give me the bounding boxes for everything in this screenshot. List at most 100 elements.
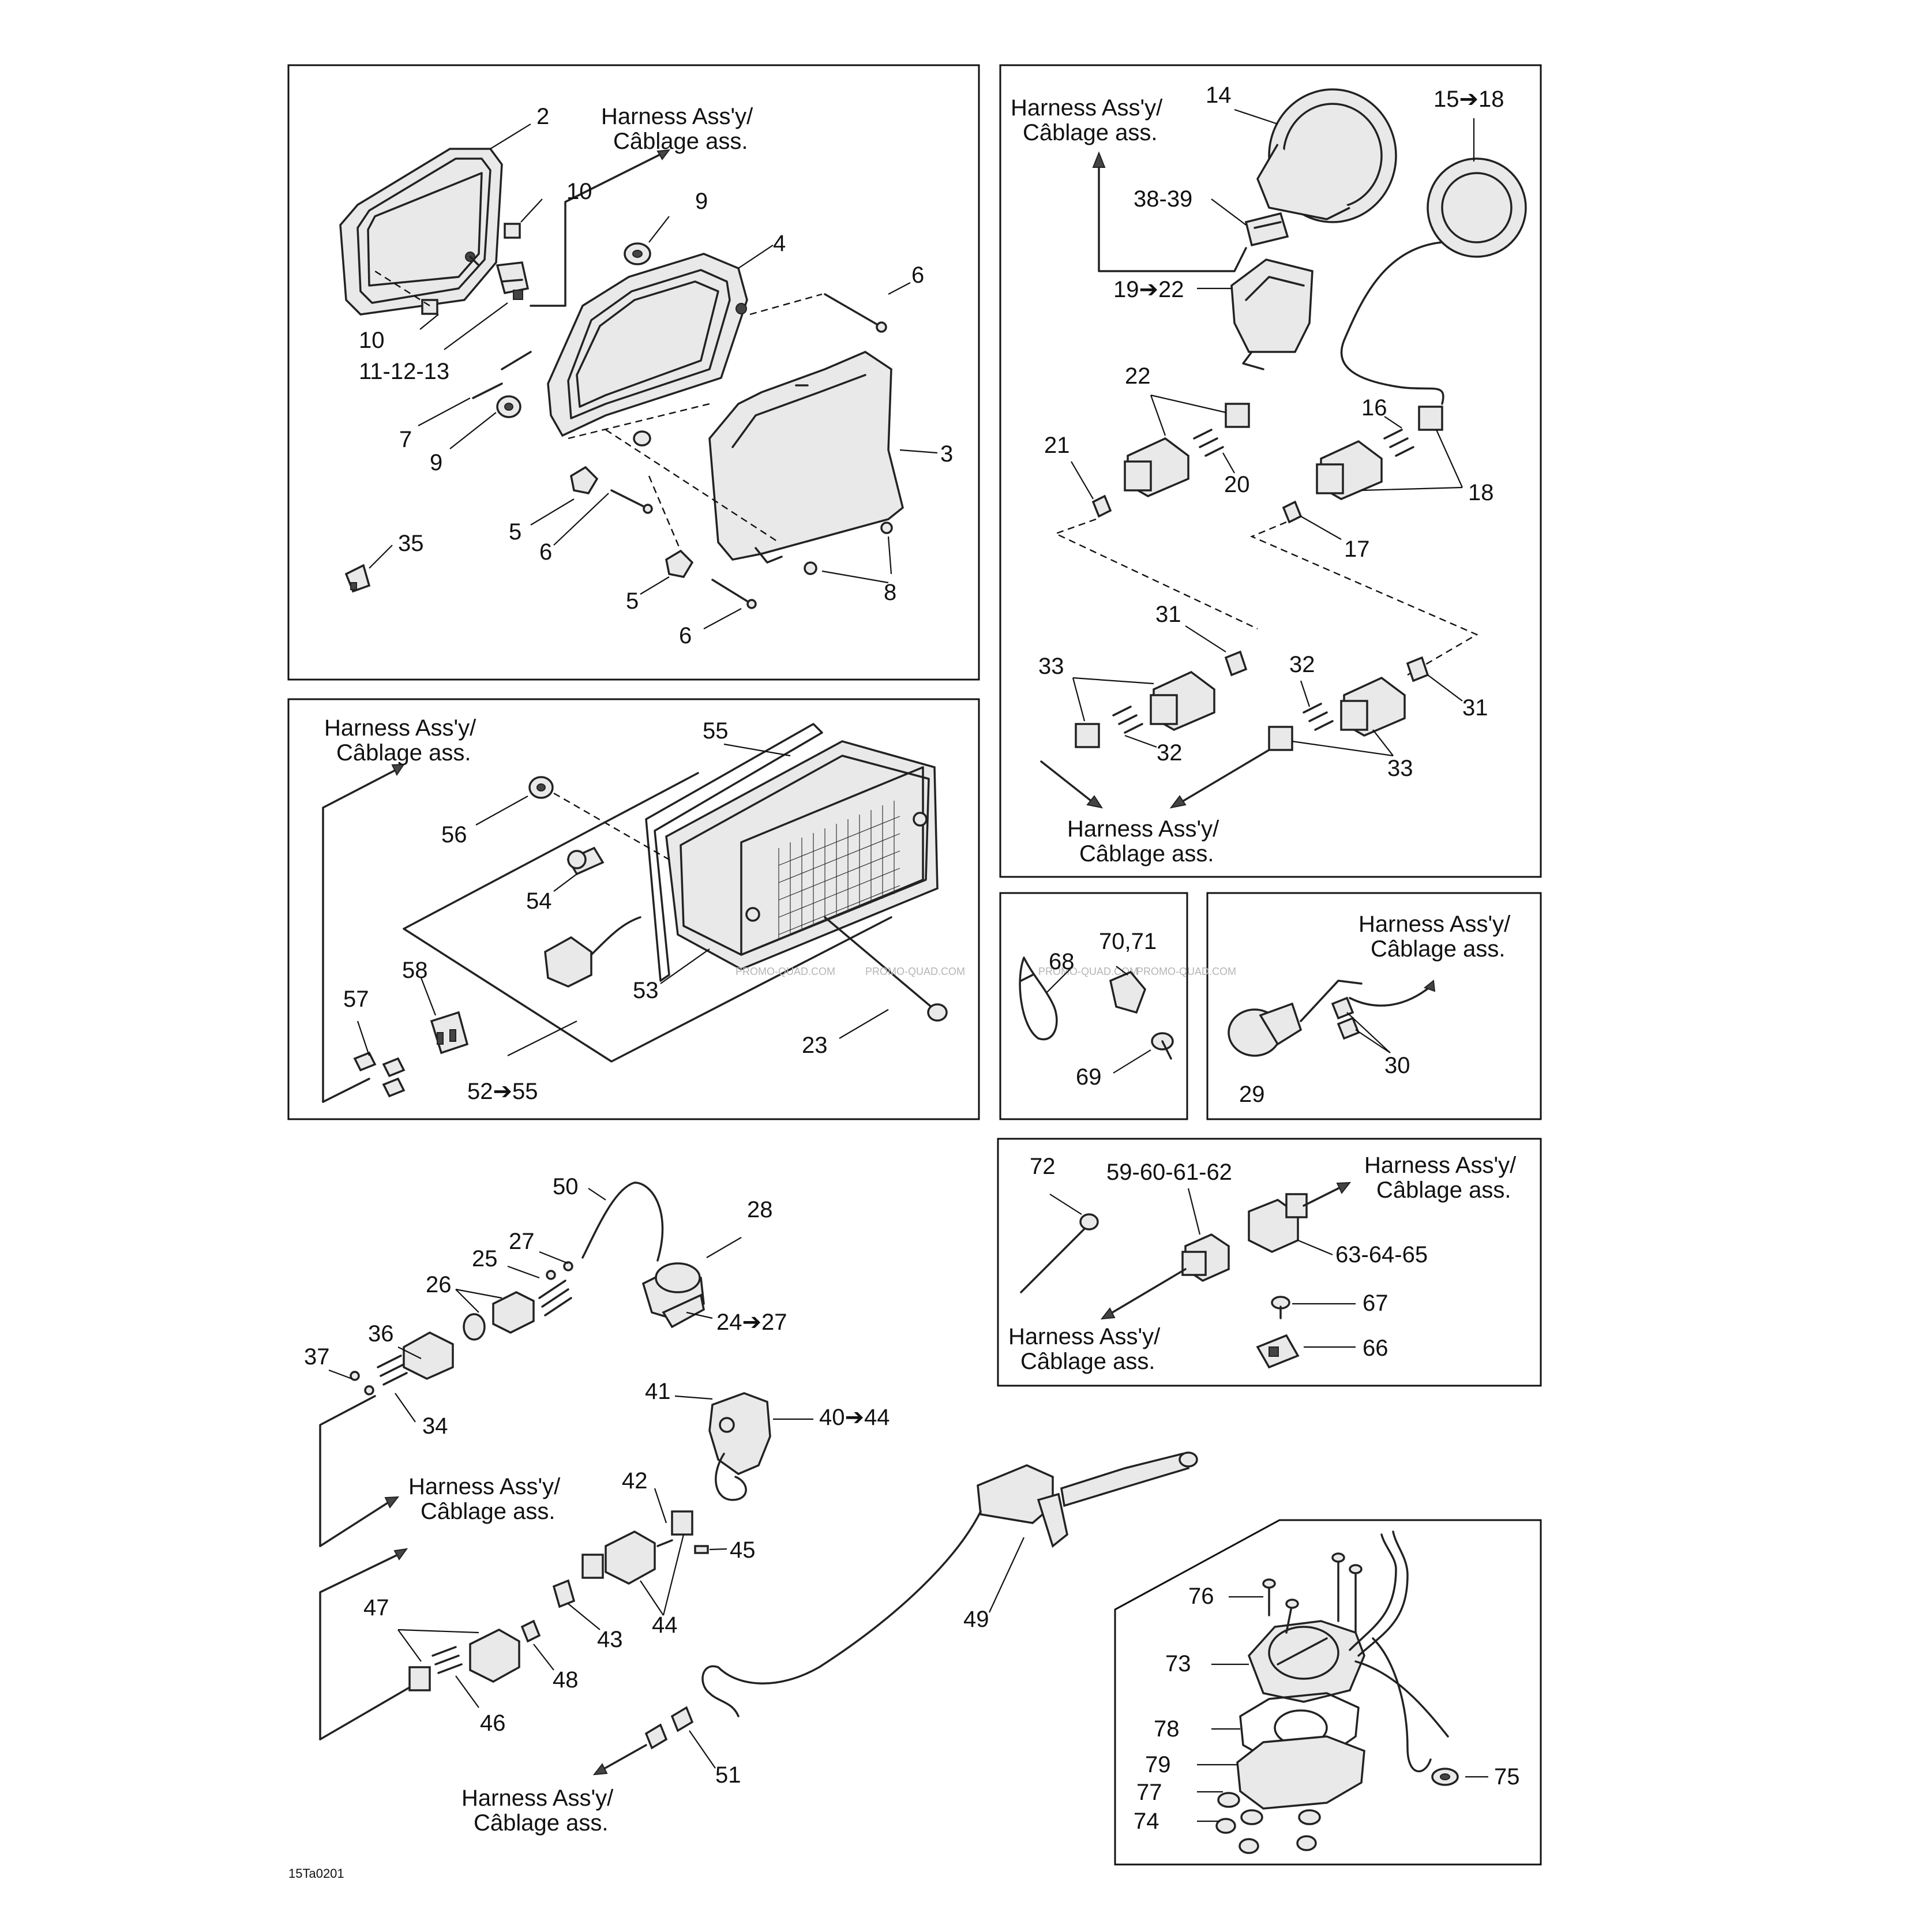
harness-label-3b: Câblage ass. — [336, 740, 471, 766]
knob-5a — [570, 466, 599, 494]
callout-68: 68 — [1049, 949, 1075, 974]
headlight-bezel — [547, 253, 748, 437]
callout-54: 54 — [526, 888, 552, 914]
panel-taillight — [287, 698, 980, 1120]
callout-34: 34 — [422, 1413, 448, 1439]
headlight-lamp — [339, 148, 503, 316]
callout-36: 36 — [368, 1321, 394, 1346]
housing-58 — [430, 1011, 469, 1055]
harness-label-4a: Harness Ass'y/ — [1067, 816, 1219, 842]
callout-57: 57 — [343, 986, 369, 1012]
callout-19-22: 19➔22 — [1113, 277, 1184, 302]
callout-6b: 6 — [539, 539, 552, 565]
callout-44: 44 — [652, 1612, 678, 1638]
harness-label-4b: Câblage ass. — [1079, 841, 1214, 866]
gauge-15-18 — [1340, 157, 1527, 405]
clamp-66 — [1256, 1334, 1300, 1369]
callout-14: 14 — [1206, 82, 1232, 108]
callout-15-18: 15➔18 — [1433, 87, 1504, 112]
callout-78: 78 — [1154, 1716, 1180, 1742]
callout-53: 53 — [633, 978, 659, 1003]
harness-wires — [1349, 1530, 1449, 1773]
clip-70-71 — [1109, 970, 1146, 1014]
callout-3: 3 — [940, 441, 953, 467]
callout-47: 47 — [363, 1595, 389, 1620]
callout-8: 8 — [884, 580, 896, 605]
callout-10b: 10 — [359, 328, 385, 353]
callout-45: 45 — [730, 1537, 756, 1563]
callout-9b: 9 — [430, 450, 442, 475]
nut-56 — [528, 776, 554, 799]
callout-38-39: 38-39 — [1134, 186, 1192, 212]
callout-33b: 33 — [1387, 756, 1413, 781]
terminal-45 — [694, 1545, 709, 1554]
callout-4: 4 — [773, 231, 786, 256]
connector-40-44 — [581, 1510, 693, 1585]
nuts-74-77 — [1215, 1792, 1321, 1854]
headlight-housing — [708, 351, 904, 564]
watermark-1: PROMO-QUAD.COM — [735, 966, 835, 977]
bolts-76 — [1262, 1552, 1363, 1634]
harness-label-2b: Câblage ass. — [1023, 120, 1157, 145]
diagram-code: 15Ta0201 — [288, 1866, 344, 1881]
grommet-9a — [624, 242, 651, 265]
indicator-29 — [1228, 980, 1363, 1057]
callout-31a: 31 — [1155, 602, 1181, 627]
harness-label-5b: Câblage ass. — [1371, 936, 1505, 962]
callout-56: 56 — [441, 822, 467, 847]
callout-49: 49 — [963, 1607, 989, 1632]
wire-50 — [581, 1181, 664, 1262]
callout-59-62: 59-60-61-62 — [1106, 1160, 1232, 1185]
callout-51: 51 — [715, 1762, 741, 1788]
callout-18: 18 — [1468, 480, 1494, 505]
callout-63-65: 63-64-65 — [1335, 1242, 1428, 1267]
callout-26: 26 — [426, 1272, 452, 1297]
master-cylinder-49 — [701, 1451, 1198, 1717]
callout-5b: 5 — [626, 588, 639, 614]
screw-6b — [610, 489, 653, 514]
callout-48: 48 — [553, 1667, 579, 1693]
callout-24-27: 24➔27 — [716, 1310, 787, 1335]
connector-46-48 — [408, 1619, 541, 1691]
connector-63-65 — [1248, 1193, 1308, 1253]
terminals-57 — [353, 1051, 406, 1098]
callout-9a: 9 — [695, 189, 708, 214]
callout-33a: 33 — [1038, 654, 1064, 679]
harness-label-2a: Harness Ass'y/ — [1011, 95, 1163, 121]
callout-16: 16 — [1361, 395, 1387, 421]
terminals-51 — [644, 1706, 694, 1750]
switch-41 — [708, 1392, 771, 1501]
callout-5a: 5 — [509, 519, 521, 545]
watermark-4: PROMO-QUAD.COM — [1136, 966, 1236, 977]
callout-72: 72 — [1030, 1154, 1056, 1179]
harness-label-6b: Câblage ass. — [1376, 1177, 1511, 1203]
callout-31b: 31 — [1462, 695, 1488, 721]
callout-55: 55 — [703, 718, 729, 744]
grommet-75 — [1431, 1768, 1459, 1786]
callout-75: 75 — [1494, 1764, 1520, 1790]
callout-37: 37 — [304, 1344, 330, 1370]
callout-46: 46 — [480, 1710, 506, 1736]
connector-tail — [544, 916, 641, 988]
callout-77: 77 — [1136, 1780, 1162, 1805]
callout-69: 69 — [1076, 1064, 1102, 1090]
connector-31-33-left — [1075, 650, 1248, 748]
callout-32a: 32 — [1289, 652, 1315, 677]
harness-label-1a: Harness Ass'y/ — [601, 104, 753, 129]
headlight-connector — [496, 261, 530, 300]
callout-32b: 32 — [1157, 740, 1183, 766]
screw-7 — [472, 351, 532, 399]
lamp-53 — [665, 740, 939, 970]
screw-69 — [1151, 1032, 1174, 1060]
terminal-21 — [1091, 494, 1112, 518]
callout-41: 41 — [645, 1379, 671, 1404]
callout-21: 21 — [1044, 433, 1070, 458]
connector-26 — [463, 1261, 573, 1341]
harness-label-7b: Câblage ass. — [1020, 1349, 1155, 1374]
watermark-3: PROMO-QUAD.COM — [1038, 966, 1138, 977]
harness-label-1b: Câblage ass. — [613, 129, 748, 154]
panel-switch-plate — [1114, 1519, 1542, 1866]
connector-16-18 — [1316, 406, 1443, 500]
callout-42: 42 — [622, 1468, 648, 1494]
screw-6a — [824, 293, 887, 333]
